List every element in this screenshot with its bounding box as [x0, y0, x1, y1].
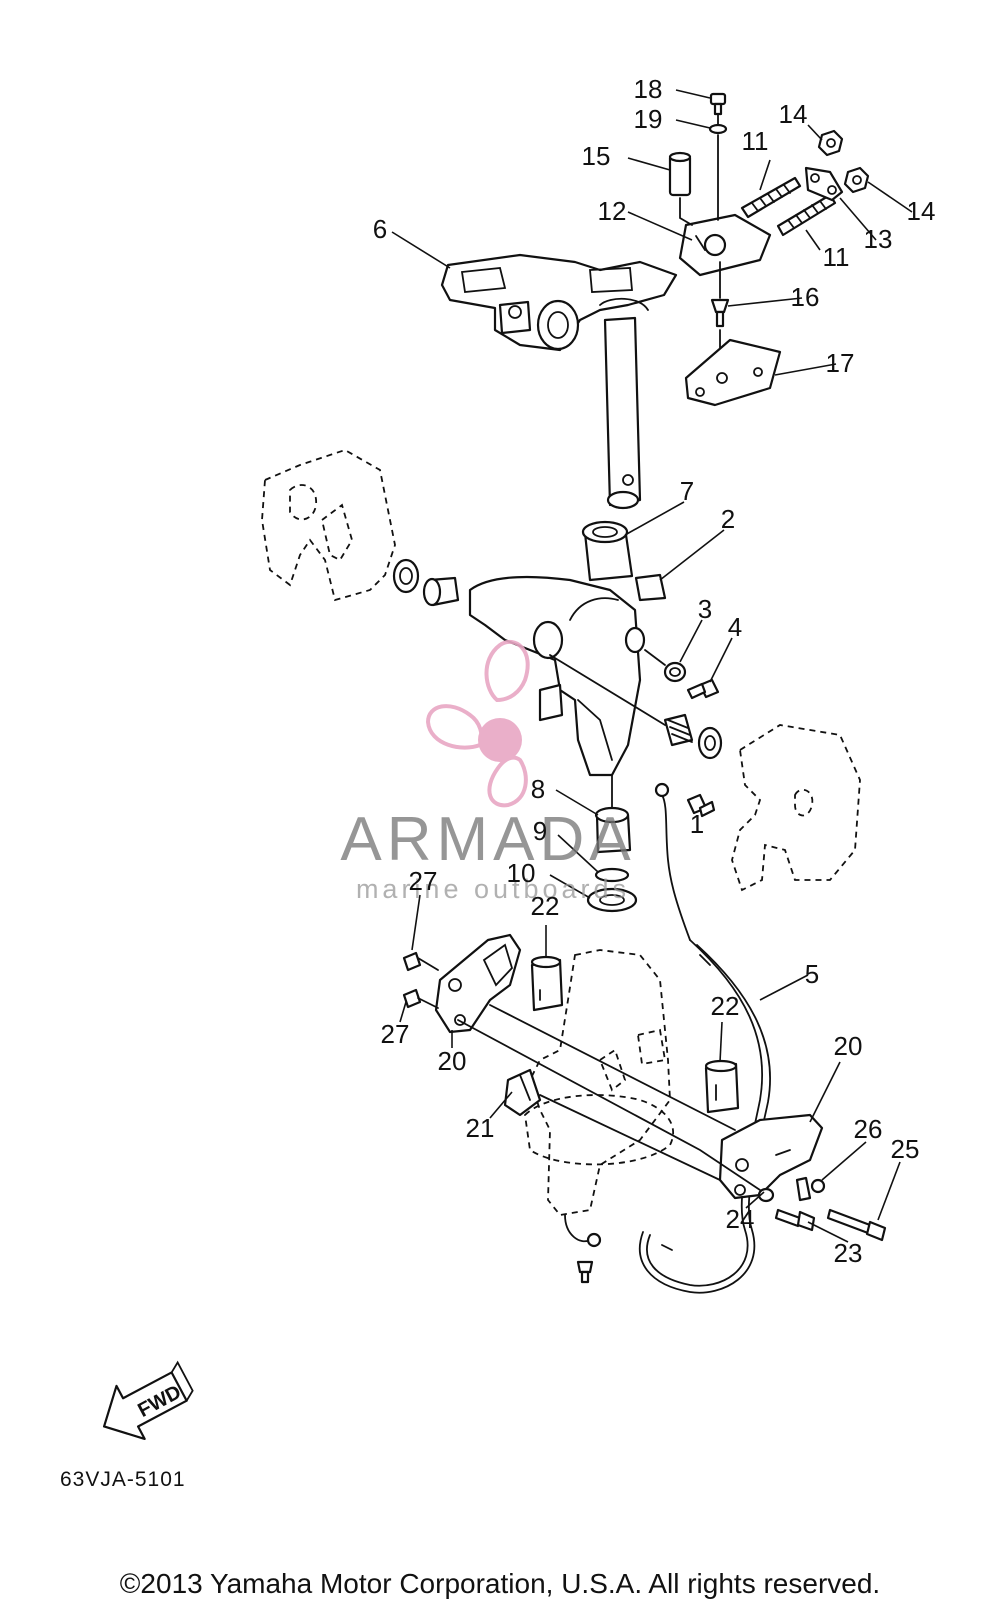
callout-c14a: 14 [779, 99, 808, 129]
right-clamp-bracket [731, 724, 861, 892]
callout-c15: 15 [582, 141, 611, 171]
left-bushing [422, 576, 460, 607]
stud-bolts-part-11 [740, 176, 837, 237]
bushing-part-7 [581, 520, 634, 582]
washer-part-24 [757, 1187, 775, 1203]
callout-c22a: 22 [531, 891, 560, 921]
bolt-part-4 [686, 678, 720, 700]
lower-mount-housing [524, 949, 675, 1216]
callout-c12: 12 [598, 196, 627, 226]
bolt-part-23 [774, 1208, 816, 1232]
callout-c19: 19 [634, 104, 663, 134]
callout-c27a: 27 [409, 866, 438, 896]
steering-shaft [599, 297, 649, 510]
callout-numbers: 1819151411141213116161772348191027225222… [373, 74, 936, 1268]
callout-c8: 8 [531, 774, 545, 804]
watermark-title: ARMADA [340, 805, 635, 874]
bolt-part-16 [710, 298, 730, 328]
wire-lead-part-5 [638, 939, 772, 1294]
callout-c20b: 20 [834, 1031, 863, 1061]
callout-c11b: 11 [823, 242, 850, 272]
callout-c25: 25 [891, 1134, 920, 1164]
callout-c20a: 20 [438, 1046, 467, 1076]
plate-part-13 [804, 166, 844, 202]
bolt-part-27-upper [402, 951, 439, 972]
callout-c17: 17 [826, 348, 855, 378]
grommet-part-3 [663, 661, 687, 683]
washer-part-19 [708, 123, 728, 135]
steering-bracket-part-6 [440, 253, 678, 352]
watermark-subtitle: marine outboards [356, 874, 630, 904]
mount-bracket-part-20-left [434, 933, 522, 1034]
o-ring-part-9 [594, 867, 630, 883]
through-pin-line [549, 654, 666, 726]
washer-part-26 [795, 1176, 826, 1202]
callout-c24: 24 [726, 1204, 755, 1234]
callout-c16: 16 [791, 282, 820, 312]
part-code: 63VJA-5101 [60, 1468, 186, 1491]
callout-c5: 5 [805, 959, 819, 989]
bolt-part-27-lower [402, 988, 439, 1009]
callout-c1: 1 [690, 809, 704, 839]
mount-rubber-part-22-lower [704, 1059, 740, 1114]
plate-part-17 [684, 338, 782, 407]
leader-lines [391, 89, 913, 1243]
callout-c7: 7 [680, 476, 694, 506]
bolt-part-1 [686, 793, 716, 818]
ground-lead [654, 782, 691, 941]
fwd-arrow-icon: FWD [102, 1360, 194, 1440]
pin-part-15 [668, 151, 692, 197]
callout-c4: 4 [728, 612, 742, 642]
friction-plate-part-12 [678, 213, 772, 277]
assembly-line-15 [679, 197, 693, 226]
mount-rubber-part-21 [503, 1068, 542, 1117]
armada-logo-watermark: ARMADA marine outboards [340, 639, 635, 904]
bolt-part-25 [826, 1208, 887, 1242]
spring-washer-assembly [663, 713, 723, 760]
callout-c11a: 11 [742, 126, 769, 156]
propeller-logo-icon [425, 639, 530, 808]
mount-bracket-part-20-right [718, 1113, 824, 1200]
callout-c10: 10 [507, 858, 536, 888]
callout-c3: 3 [698, 594, 712, 624]
mount-rubber-part-22-upper [530, 955, 564, 1012]
callout-c22b: 22 [711, 991, 740, 1021]
copyright-notice: ©2013 Yamaha Motor Corporation, U.S.A. A… [119, 1568, 881, 1599]
callout-c6: 6 [373, 214, 387, 244]
callout-c13: 13 [864, 224, 893, 254]
nut-part-14 [817, 129, 870, 194]
callout-c9: 9 [533, 816, 547, 846]
assembly-line-3 [644, 649, 666, 666]
lower-ground-lead [564, 1214, 602, 1284]
assembly-lines [457, 1004, 761, 1191]
callout-c2: 2 [721, 504, 735, 534]
screw-part-18 [709, 92, 727, 116]
callout-c26: 26 [854, 1114, 883, 1144]
swivel-bracket [468, 575, 646, 777]
callout-c18: 18 [634, 74, 663, 104]
left-clamp-bracket [261, 449, 396, 602]
callout-c14b: 14 [907, 196, 936, 226]
callout-c23: 23 [834, 1238, 863, 1268]
left-washer [392, 558, 420, 594]
callout-c27b: 27 [381, 1019, 410, 1049]
callout-c21: 21 [466, 1113, 495, 1143]
oil-seal-part-10 [586, 887, 638, 913]
plate-part-2 [634, 573, 667, 602]
